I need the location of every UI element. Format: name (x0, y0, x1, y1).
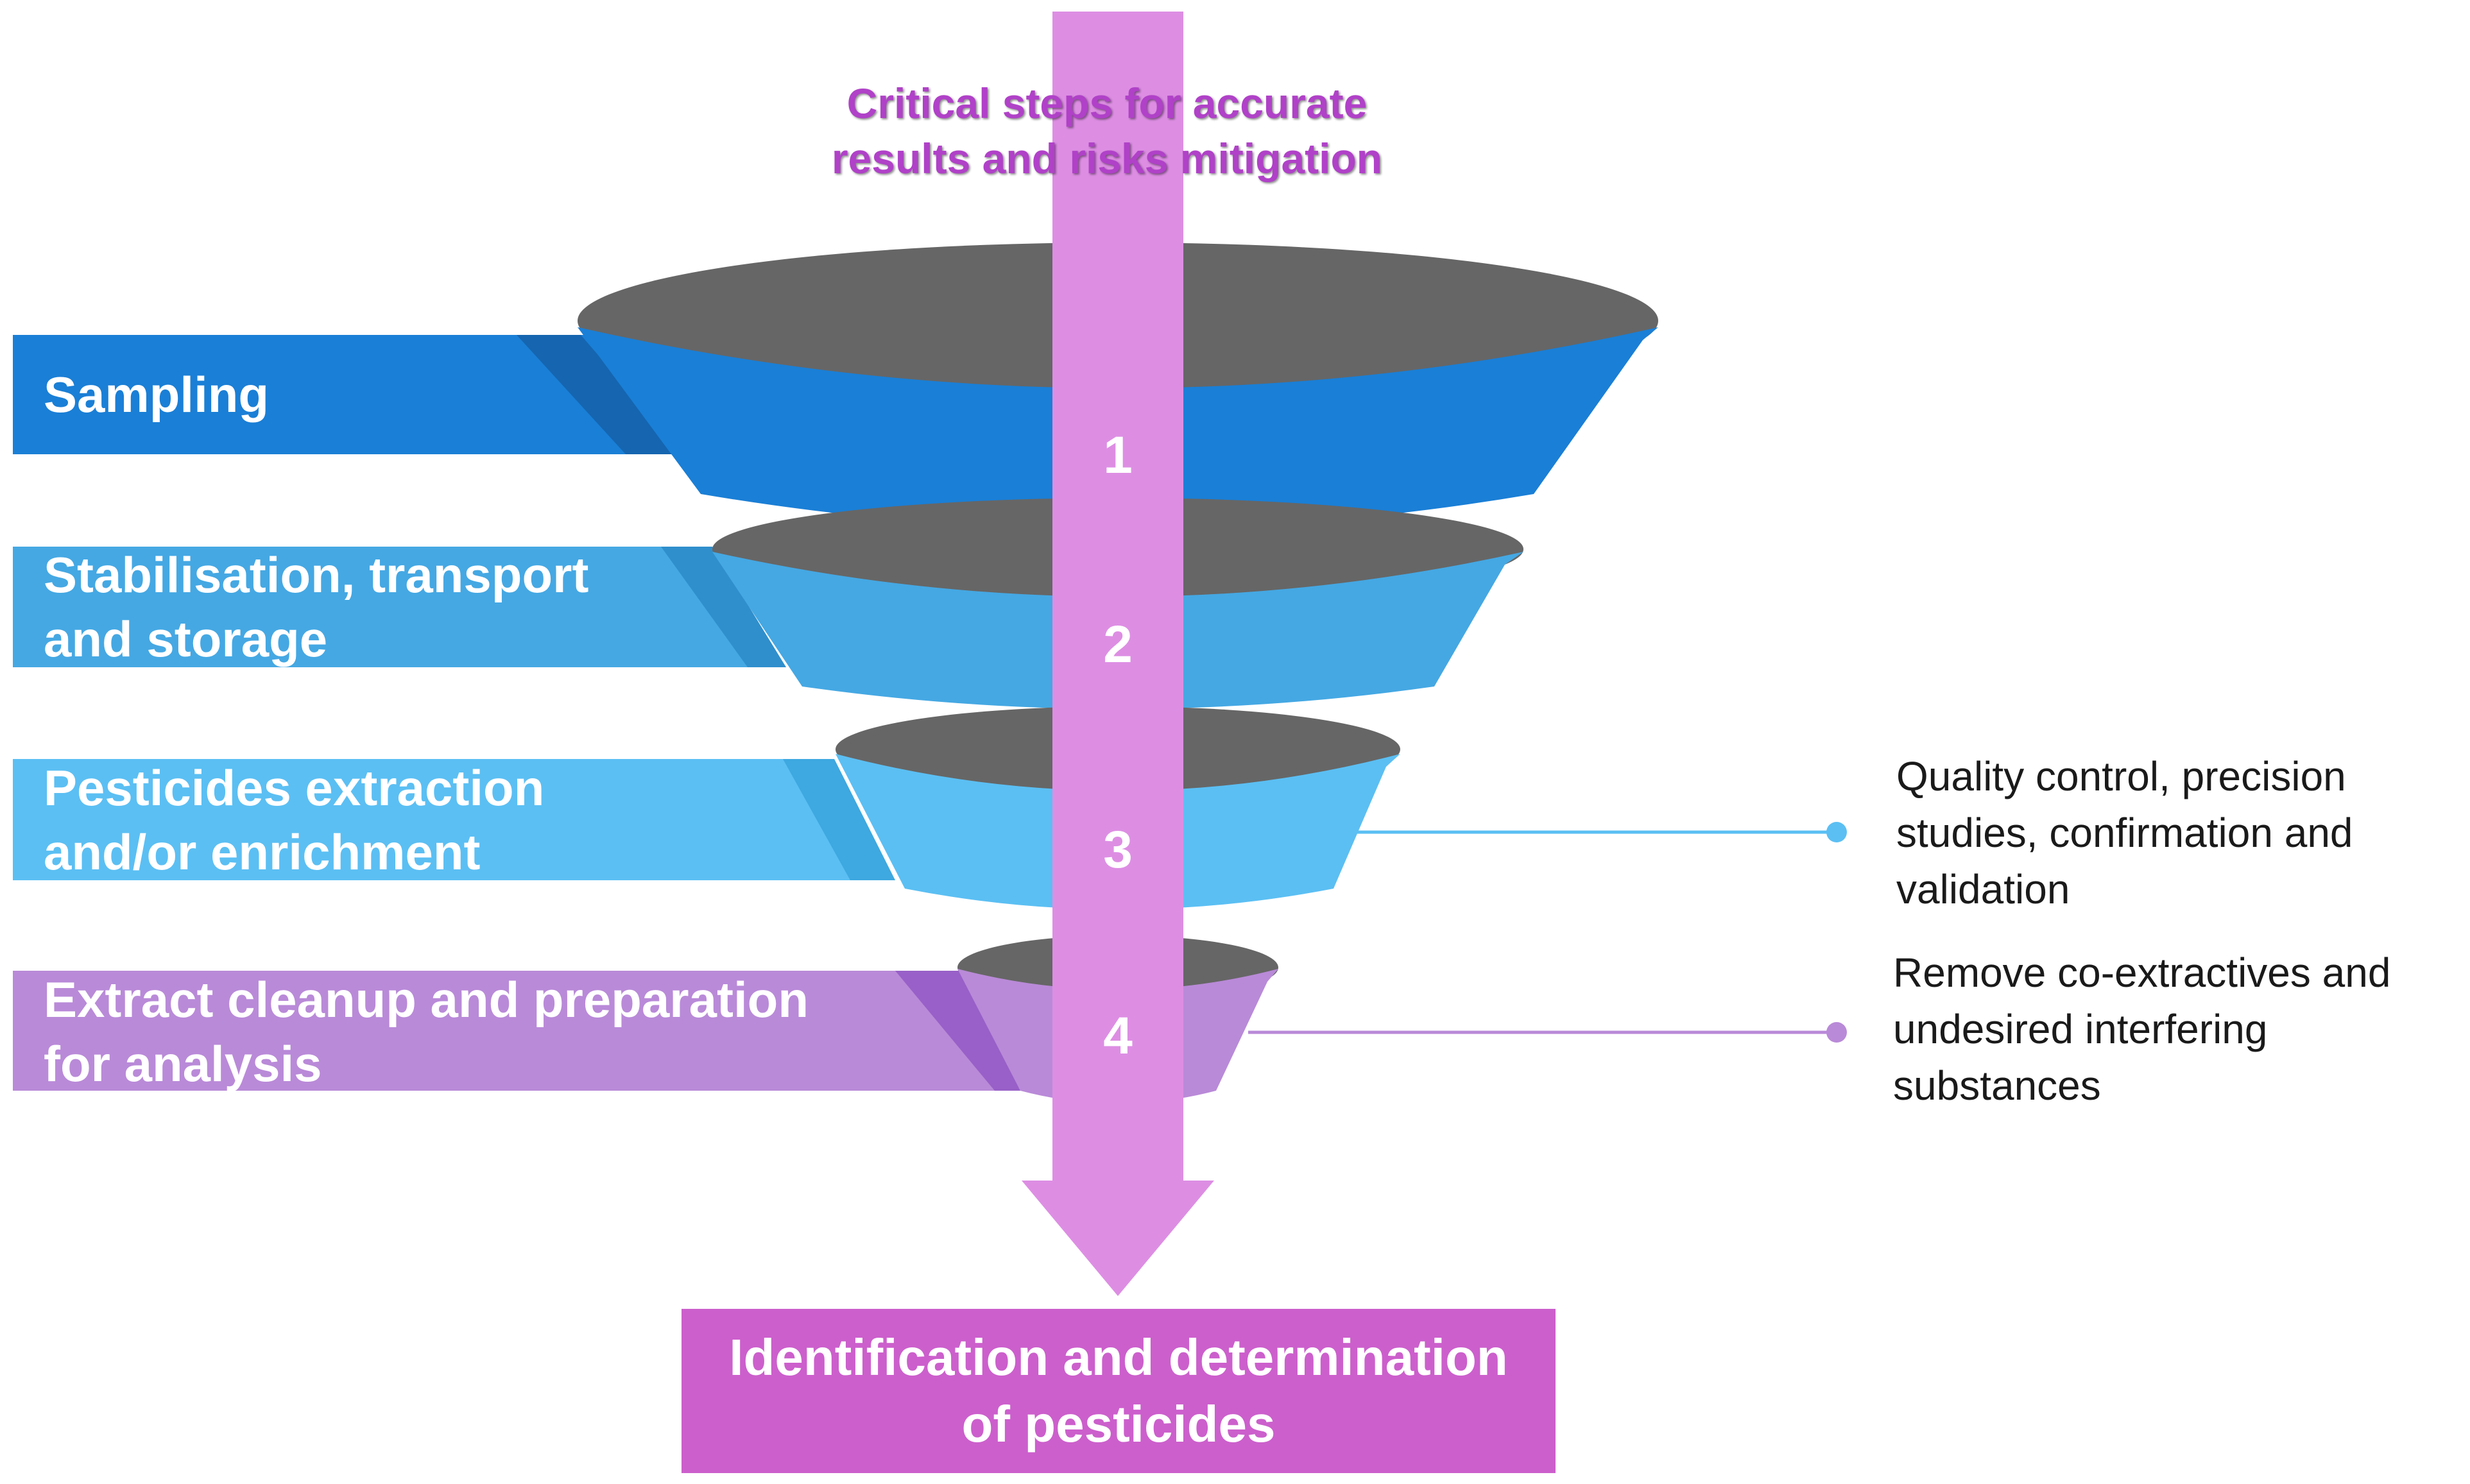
note-remove-co-extractives: Remove co-extractives and undesired inte… (1893, 950, 2391, 1109)
step-1-number: 1 (1103, 426, 1133, 484)
connector-step-3-dot (1826, 822, 1847, 842)
result-box (682, 1309, 1556, 1473)
step-4-label: Extract cleanup and preparation for anal… (44, 971, 809, 1092)
arrow-head (1022, 1181, 1214, 1296)
step-3-banner (13, 759, 895, 880)
step-4-number: 4 (1103, 1007, 1133, 1065)
arrow-title: Critical steps for accurate results and … (831, 80, 1383, 182)
step-3-number: 3 (1103, 821, 1133, 879)
connector-step-4-dot (1826, 1022, 1847, 1043)
connectors (1248, 822, 1847, 1043)
step-4-banner (13, 971, 1020, 1091)
step-2-number: 2 (1103, 615, 1133, 674)
step-1-banner (13, 335, 683, 454)
step-1-label: Sampling (44, 366, 270, 423)
step-4-fold (895, 971, 1020, 1091)
process-arrow (1022, 12, 1214, 1296)
step-banners (13, 335, 1020, 1091)
result-label: Identification and determination of pest… (729, 1329, 1508, 1453)
step-3-fold (783, 759, 895, 880)
note-quality-control: Quality control, precision studies, conf… (1896, 753, 2353, 912)
step-3-label: Pesticides extraction and/or enrichment (44, 760, 545, 880)
step-2-fold (661, 547, 786, 667)
step-2-label: Stabilisation, transport and storage (44, 547, 589, 667)
step-2-banner (13, 547, 786, 667)
step-1-fold (517, 335, 683, 454)
arrow-shaft (1052, 12, 1183, 1182)
